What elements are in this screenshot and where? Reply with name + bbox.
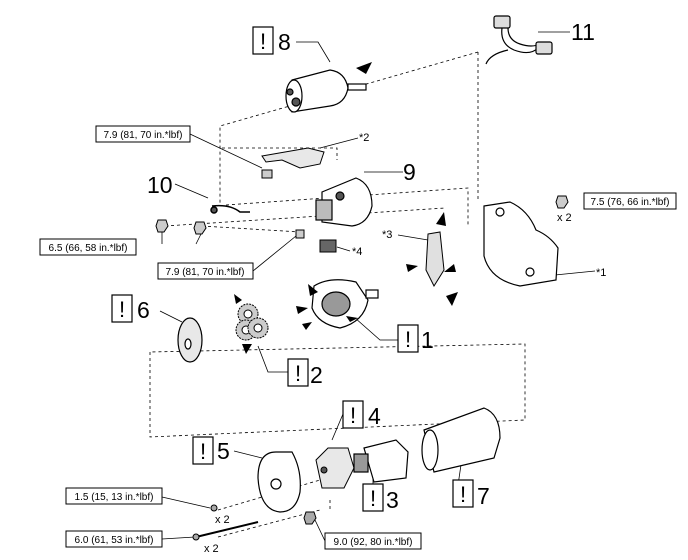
arrow-icons bbox=[234, 62, 458, 354]
through-bolts-drawing bbox=[192, 504, 317, 541]
armature-drawing bbox=[353, 439, 409, 483]
arrow-icon bbox=[346, 316, 358, 322]
note-4: *4 bbox=[352, 246, 362, 258]
arrow-icon bbox=[436, 212, 446, 226]
caution-mark: ! bbox=[405, 327, 411, 352]
arrow-icon bbox=[406, 264, 418, 272]
part-number-5: 5 bbox=[217, 438, 230, 464]
plate-washer-drawing bbox=[177, 317, 203, 363]
arrow-icon bbox=[308, 284, 318, 296]
note-2: *2 bbox=[359, 132, 369, 144]
lead-wire-drawing bbox=[210, 204, 250, 214]
yoke-drawing bbox=[421, 407, 501, 473]
note-3: *3 bbox=[382, 229, 392, 241]
arrow-icon bbox=[444, 264, 456, 272]
quantity-small-screw: x 2 bbox=[215, 514, 230, 526]
torque-spec-lead-nut: 6.5 (66, 58 in.*lbf) bbox=[49, 243, 128, 254]
caution-box bbox=[397, 324, 419, 353]
solenoid-drawing bbox=[285, 69, 367, 113]
caution-marks: ! ! ! ! ! ! ! ! bbox=[119, 29, 466, 511]
torque-spec-small-screw: 1.5 (15, 13 in.*lbf) bbox=[75, 492, 154, 503]
caution-mark: ! bbox=[370, 486, 376, 511]
caution-box bbox=[192, 436, 214, 465]
caution-mark: ! bbox=[200, 439, 206, 464]
quantity-housing: x 2 bbox=[557, 212, 572, 224]
torque-spec-solenoid-nut: 7.9 (81, 70 in.*lbf) bbox=[104, 130, 183, 141]
part-number-1: 1 bbox=[421, 327, 434, 353]
brush-holder-drawing bbox=[311, 279, 379, 329]
caution-box bbox=[342, 400, 364, 429]
part-number-4: 4 bbox=[368, 403, 381, 429]
arrow-icon bbox=[296, 306, 308, 314]
part-number-9: 9 bbox=[403, 159, 416, 185]
torque-spec-bracket-bolt: 7.9 (81, 70 in.*lbf) bbox=[166, 267, 245, 278]
note-1: *1 bbox=[596, 267, 606, 279]
part-number-7: 7 bbox=[477, 483, 490, 509]
torque-spec-texts: 7.9 (81, 70 in.*lbf) 7.5 (76, 66 in.*lbf… bbox=[49, 130, 670, 548]
part-number-8: 8 bbox=[278, 29, 291, 55]
caution-mark: ! bbox=[460, 482, 466, 507]
arrow-icon bbox=[234, 294, 242, 304]
arrow-icon bbox=[446, 292, 458, 306]
caution-box bbox=[287, 358, 309, 387]
lever-drawing bbox=[425, 231, 445, 288]
caution-mark: ! bbox=[119, 297, 125, 322]
end-cover-drawing bbox=[257, 451, 301, 513]
magnetic-switch-drawing bbox=[315, 177, 373, 227]
arrow-icon bbox=[302, 322, 312, 330]
part-number-11: 11 bbox=[571, 19, 595, 45]
caution-mark: ! bbox=[295, 361, 301, 386]
caution-mark: ! bbox=[350, 403, 356, 428]
quantity-through-bolt: x 2 bbox=[204, 543, 219, 555]
part-numbers: 8 11 9 10 6 1 2 4 5 3 7 bbox=[137, 19, 595, 513]
caution-box bbox=[252, 26, 274, 55]
part-number-2: 2 bbox=[310, 362, 323, 388]
quantity-labels: x 2 x 2 x 2 bbox=[204, 212, 572, 555]
part-number-6: 6 bbox=[137, 297, 150, 323]
caution-mark: ! bbox=[260, 29, 266, 54]
torque-spec-through-bolt: 6.0 (61, 53 in.*lbf) bbox=[75, 535, 154, 546]
wire-harness-drawing bbox=[485, 15, 553, 65]
torque-spec-terminal-nut: 9.0 (92, 80 in.*lbf) bbox=[334, 537, 413, 548]
arrow-icon bbox=[242, 344, 252, 354]
torque-spec-boxes bbox=[39, 125, 677, 550]
commutator-end-frame-drawing bbox=[483, 201, 559, 287]
torque-spec-housing-bolt: 7.5 (76, 66 in.*lbf) bbox=[591, 197, 670, 208]
part-number-10: 10 bbox=[147, 172, 173, 198]
arrow-icon bbox=[356, 62, 372, 74]
small-fasteners-drawing bbox=[155, 169, 569, 253]
note-labels: *2 *3 *4 *1 bbox=[352, 132, 606, 279]
caution-box bbox=[111, 294, 133, 323]
caution-box bbox=[362, 483, 384, 512]
brush-plate-drawing bbox=[315, 447, 355, 489]
planetary-gear-drawing bbox=[235, 303, 269, 341]
part-number-3: 3 bbox=[386, 487, 399, 513]
bracket-drawing bbox=[261, 147, 325, 169]
caution-box bbox=[452, 479, 474, 508]
caution-boxes bbox=[111, 26, 474, 512]
